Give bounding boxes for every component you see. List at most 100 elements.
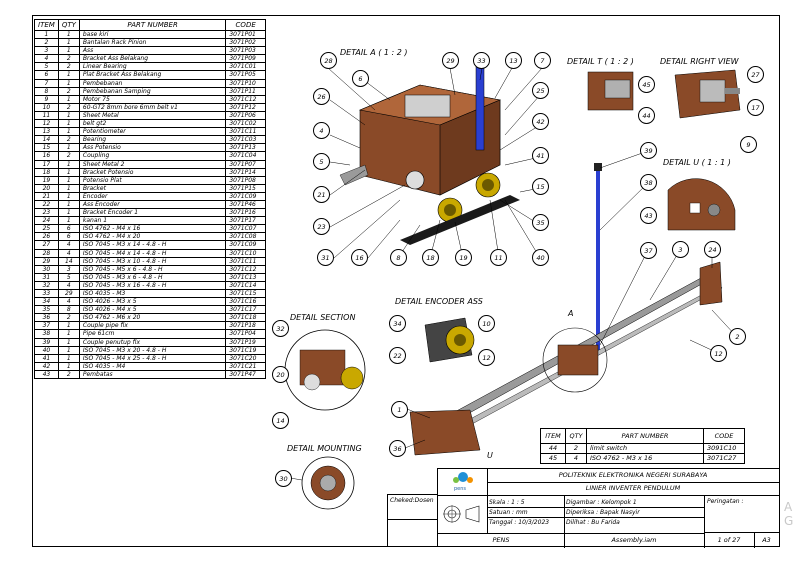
- small-header-qty: QTY: [565, 428, 587, 444]
- bom-code: 3071P18: [225, 321, 266, 331]
- bom-code: 3071P02: [225, 38, 266, 48]
- detail-a-label: DETAIL A ( 1 : 2 ): [340, 48, 408, 57]
- bom-part-number: 60-GT2 8mm bore 6mm belt v1: [78, 102, 227, 112]
- detail-a-ref: A: [568, 309, 574, 318]
- item-balloon: 11: [490, 249, 507, 266]
- small-item: 45: [540, 453, 566, 464]
- scale-text: Skala : 1 : 5: [487, 495, 564, 508]
- bom-code: 3071P06: [225, 110, 266, 121]
- item-balloon: 18: [422, 249, 439, 266]
- bom-code: 3071C17: [225, 305, 266, 315]
- watermark-text: A G: [784, 500, 794, 528]
- bom-part-number: ISO 7045 - M4 x 25 - 4.8 - H: [78, 353, 227, 363]
- bom-code: 3071C12: [225, 94, 266, 104]
- item-balloon: 44: [638, 107, 655, 124]
- bom-code: 3071C09: [225, 240, 266, 250]
- logo-text: pens: [454, 486, 467, 492]
- small-qty: 2: [565, 443, 587, 454]
- bom-code: 3071P08: [225, 175, 266, 185]
- bom-code: 3071P09: [225, 54, 266, 64]
- bom-code: 3071C08: [225, 232, 266, 242]
- detail-u-view: [667, 178, 736, 231]
- item-balloon: 42: [532, 113, 549, 130]
- detail-u-ref: U: [487, 451, 493, 460]
- item-balloon: 37: [640, 242, 657, 259]
- item-balloon: 9: [740, 136, 757, 153]
- projection-symbol-cell: [438, 495, 488, 534]
- bom-code: 3071P12: [225, 102, 266, 112]
- bom-code: 3071C21: [225, 361, 266, 371]
- item-balloon: 17: [747, 99, 764, 116]
- bom-code: 3071P01: [225, 29, 266, 40]
- item-balloon: 20: [272, 366, 289, 383]
- item-balloon: 16: [351, 249, 368, 266]
- item-balloon: 41: [532, 147, 549, 164]
- bom-code: 3071C03: [225, 135, 266, 145]
- small-code: 3071C27: [703, 453, 745, 464]
- bom-code: 3071P10: [225, 78, 266, 88]
- item-balloon: 14: [272, 412, 289, 429]
- bom-code: 3071P16: [225, 208, 266, 218]
- item-balloon: 13: [505, 52, 522, 69]
- bom-code: 3071C11: [225, 256, 266, 266]
- item-balloon: 33: [473, 52, 490, 69]
- bom-header-row: ITEM QTY PART NUMBER CODE: [34, 19, 266, 31]
- item-balloon: 40: [532, 249, 549, 266]
- detail-section-label: DETAIL SECTION: [290, 313, 356, 322]
- item-balloon: 15: [532, 178, 549, 195]
- item-balloon: 4: [313, 122, 330, 139]
- warning-text: Peringatan :: [704, 495, 779, 533]
- bom-code: 3071C07: [225, 224, 266, 234]
- bom-code: 3071P47: [225, 369, 266, 380]
- small-header-code: CODE: [703, 428, 745, 444]
- item-balloon: 27: [747, 66, 764, 83]
- bom-part-number: ISO 7045 - M3 x 10 - 4.8 - H: [78, 256, 227, 266]
- people-cell: Digambar : Kelompok 1 Diperiksa : Bapak …: [564, 495, 705, 534]
- logo-cell: pens: [438, 469, 488, 496]
- item-balloon: 34: [389, 315, 406, 332]
- bom-part-number: Plat Bracket Ass Belakang: [78, 70, 227, 80]
- title-block: pens POLITEKNIK ELEKTRONIKA NEGERI SURAB…: [437, 468, 780, 548]
- detail-right-view-label: DETAIL RIGHT VIEW: [660, 57, 739, 66]
- linear-rail: [409, 261, 723, 456]
- bom-code: 3071C12: [225, 264, 266, 274]
- bom-code: 3071C18: [225, 313, 266, 323]
- item-balloon: 6: [352, 70, 369, 87]
- small-code: 3091C10: [703, 443, 745, 454]
- detail-u-label: DETAIL U ( 1 : 1 ): [663, 158, 731, 167]
- item-balloon: 19: [455, 249, 472, 266]
- item-balloon: 45: [638, 76, 655, 93]
- item-balloon: 25: [532, 82, 549, 99]
- bom-code: 3071P05: [225, 70, 266, 80]
- item-balloon: 26: [313, 88, 330, 105]
- item-balloon: 28: [320, 52, 337, 69]
- bom-code: 3071C09: [225, 191, 266, 201]
- checked-by-text: Diperiksa : Bapak Nasyir: [564, 508, 704, 518]
- bom-code: 3071C10: [225, 248, 266, 258]
- date-text: Tanggal : 10/3/2023: [489, 519, 550, 526]
- bom-code: 3071C14: [225, 280, 266, 291]
- scale-cell: Skala : 1 : 5 Satuan : mm Tanggal : 10/3…: [487, 495, 565, 534]
- bom-code: 3071P17: [225, 216, 266, 226]
- item-balloon: 38: [640, 174, 657, 191]
- item-balloon: 1: [391, 401, 408, 418]
